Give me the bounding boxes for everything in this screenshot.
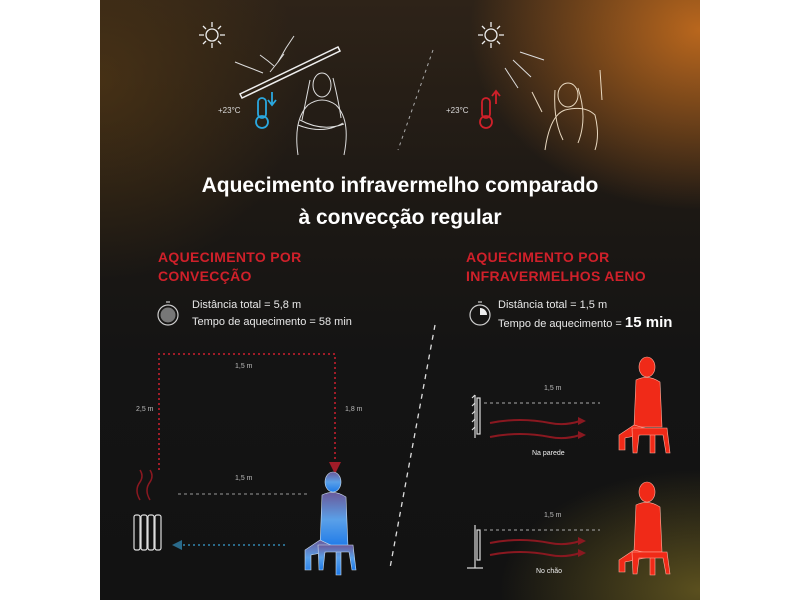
dim-left: 2,5 m — [136, 406, 154, 413]
page-title: Aquecimento infravermelho comparado à co… — [100, 170, 700, 234]
cold-thermometer-icon — [255, 92, 277, 129]
reflected-rays-icon — [234, 35, 295, 74]
floor-heater-icon — [467, 525, 483, 569]
wall-heater-icon — [471, 394, 481, 438]
left-heading-line-2: CONVECÇÃO — [158, 268, 252, 284]
left-heading: AQUECIMENTO POR CONVECÇÃO — [158, 248, 301, 286]
radiator-icon — [133, 514, 162, 551]
floor-dim: 1,5 m — [544, 512, 562, 519]
right-temperature: +23°C — [446, 106, 469, 115]
cold-woman-icon — [296, 72, 347, 156]
divider-main — [389, 324, 436, 569]
left-heading-line-1: AQUECIMENTO POR — [158, 249, 302, 265]
left-time-value: 58 min — [318, 316, 352, 328]
heat-waves-icon — [489, 419, 581, 440]
heat-waves-icon — [489, 539, 581, 558]
dim-top: 1,5 m — [235, 363, 253, 370]
right-stats: Distância total = 1,5 m Tempo de aquecim… — [498, 297, 672, 333]
infographic: +23°C +23°C Aquecimento infravermelho co… — [100, 0, 700, 600]
right-heading-line-2: INFRAVERMELHOS AENO — [466, 268, 646, 284]
convection-path — [158, 353, 336, 470]
title-line-2: à convecção regular — [298, 206, 502, 229]
right-heading-line-1: AQUECIMENTO POR — [466, 249, 610, 265]
left-distance: Distância total = 5,8 m — [192, 299, 302, 311]
heat-rays-icon — [504, 51, 545, 89]
right-time-label: Tempo de aquecimento = — [498, 318, 625, 330]
right-distance: Distância total = 1,5 m — [498, 299, 608, 311]
floor-caption: No chão — [536, 568, 563, 575]
stopwatch-quarter-icon — [469, 301, 491, 326]
left-temperature: +23°C — [218, 106, 241, 115]
illustrations — [133, 22, 671, 576]
sun-icon — [199, 22, 225, 48]
warm-person-icon — [618, 356, 671, 454]
right-heading: AQUECIMENTO POR INFRAVERMELHOS AENO — [466, 248, 646, 286]
arrow-down-icon — [329, 462, 341, 474]
title-line-1: Aquecimento infravermelho comparado — [201, 174, 599, 197]
wall-caption: Na parede — [532, 450, 565, 457]
dim-right: 1,8 m — [345, 406, 363, 413]
left-time-label: Tempo de aquecimento = — [192, 316, 319, 328]
warm-person-icon — [618, 481, 671, 576]
warm-thermometer-icon — [479, 89, 501, 129]
arrow-left-icon — [172, 540, 182, 550]
left-stats: Distância total = 5,8 m Tempo de aquecim… — [192, 297, 352, 331]
cold-person-icon — [304, 471, 357, 576]
glass-window-icon — [238, 46, 342, 99]
sun-icon — [478, 22, 504, 48]
stopwatch-full-icon — [157, 301, 179, 326]
right-time-value: 15 min — [624, 314, 673, 331]
dim-bottom: 1,5 m — [235, 475, 253, 482]
heat-waves-icon — [136, 469, 153, 501]
divider-top — [397, 49, 434, 151]
wall-dim: 1,5 m — [544, 385, 562, 392]
happy-woman-icon — [531, 69, 603, 151]
